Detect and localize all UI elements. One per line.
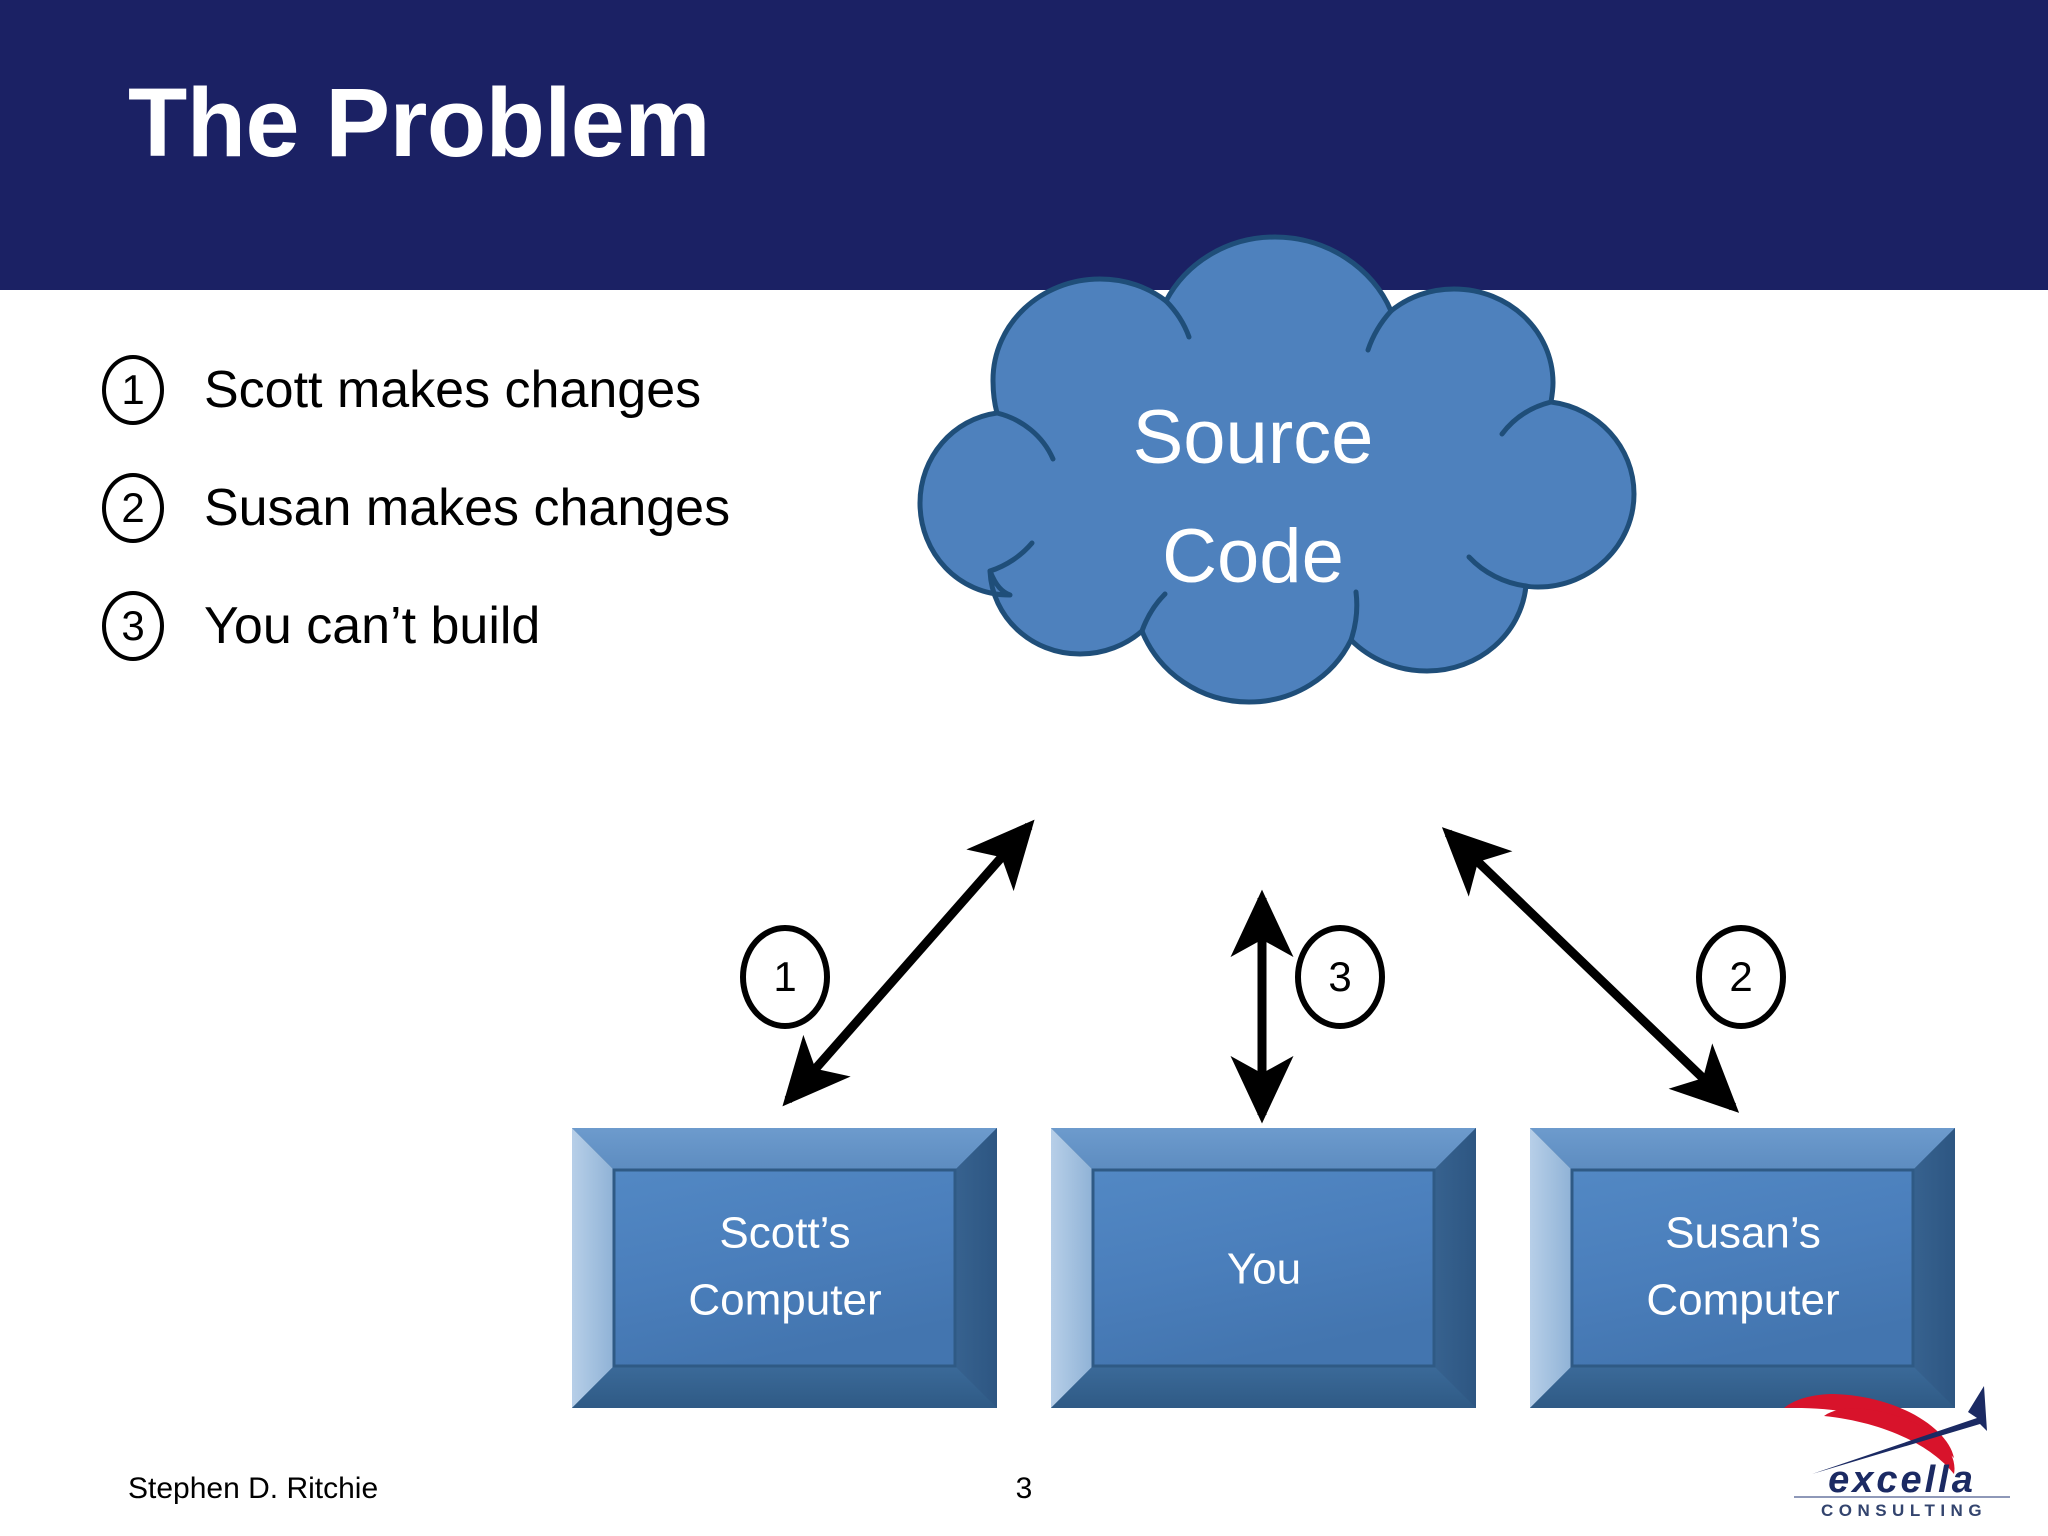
connector-badge-susan [1696, 925, 1786, 1029]
page-title: The Problem [128, 68, 711, 177]
step-label: You can’t build [204, 597, 541, 655]
slide-header-band [0, 0, 2048, 290]
list-item: 2 Susan makes changes [92, 473, 912, 591]
logo-arrow-icon [1812, 1386, 1987, 1474]
connector-scott: 1 [740, 819, 1035, 1107]
connector-susan: 2 [1441, 827, 1786, 1113]
list-item: 3 You can’t build [92, 591, 912, 709]
cloud-label-line1: Source [1133, 395, 1374, 480]
susans-computer-label-line1: Susan’s [1665, 1209, 1821, 1258]
double-arrow-susan [1441, 827, 1740, 1113]
scotts-computer-label-line2: Computer [688, 1276, 881, 1325]
connector-badge-scott-label: 1 [773, 953, 796, 1000]
source-code-cloud[interactable]: Source Code [917, 234, 1637, 705]
step-number-badge: 3 [102, 591, 164, 661]
susans-computer-label-line2: Computer [1646, 1276, 1839, 1325]
page-number: 3 [1015, 1472, 1033, 1505]
step-number-badge: 2 [102, 473, 164, 543]
susans-computer-box[interactable]: Susan’s Computer [1530, 1128, 1955, 1408]
logo-tagline: CONSULTING [1821, 1501, 1987, 1520]
connector-you: 3 [1230, 889, 1385, 1124]
logo-wordmark: excella [1828, 1459, 1976, 1501]
logo-swoosh-inner [1824, 1408, 1955, 1474]
connector-badge-scott [740, 925, 830, 1029]
steps-list: 1 Scott makes changes 2 Susan makes chan… [92, 355, 912, 709]
cloud-label-line2: Code [1162, 514, 1344, 599]
your-computer-box[interactable]: You [1051, 1128, 1476, 1408]
step-label: Susan makes changes [204, 479, 731, 537]
step-label: Scott makes changes [204, 361, 702, 419]
double-arrow-scott [782, 819, 1035, 1107]
list-item: 1 Scott makes changes [92, 355, 912, 473]
your-computer-label-line1: You [1227, 1245, 1301, 1294]
excella-consulting-logo: excella CONSULTING [1784, 1386, 2010, 1520]
scotts-computer-box[interactable]: Scott’s Computer [572, 1128, 997, 1408]
footer-author: Stephen D. Ritchie [128, 1472, 379, 1505]
connector-badge-you-label: 3 [1328, 953, 1351, 1000]
step-number-badge: 1 [102, 355, 164, 425]
connector-badge-susan-label: 2 [1729, 953, 1752, 1000]
scotts-computer-label-line1: Scott’s [719, 1209, 850, 1258]
logo-divider [1794, 1496, 2010, 1498]
connector-badge-you [1295, 925, 1385, 1029]
